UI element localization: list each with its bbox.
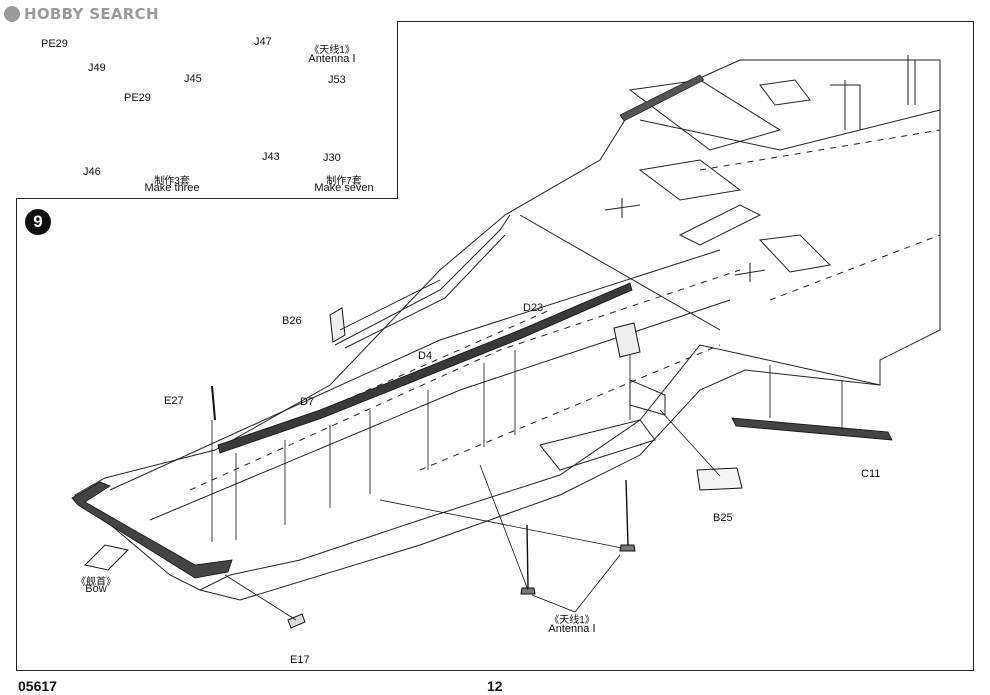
part-label-pe29: PE29 [41, 38, 68, 50]
inset-panel [16, 21, 398, 199]
part-label-e17: E17 [290, 654, 310, 666]
part-label-pe29-b: PE29 [124, 92, 151, 104]
part-label-b26: B26 [282, 315, 302, 327]
caption-cn-left: 制作3套 [154, 176, 190, 187]
part-label-j47: J47 [254, 36, 272, 48]
part-label-d4: D4 [418, 350, 433, 362]
part-label-j49: J49 [88, 62, 106, 74]
part-label-j30: J30 [323, 152, 341, 164]
page-frame [16, 21, 974, 671]
part-label-j45: J45 [184, 73, 202, 85]
antenna-title-cn: 《天线1》 [309, 45, 355, 56]
part-label-d23: D23 [523, 302, 544, 314]
page-number: 12 [487, 678, 503, 694]
kit-code: 05617 [18, 678, 57, 694]
watermark-brand: HOBBY SEARCH [24, 5, 159, 23]
part-label-c11: C11 [861, 468, 881, 480]
part-label-b25: B25 [713, 512, 733, 524]
part-label-j46: J46 [83, 166, 101, 178]
part-label-j43: J43 [262, 151, 280, 163]
bow-label-en: Bow [85, 583, 107, 595]
antenna-label-cn: 《天线1》 [549, 615, 595, 626]
antenna-label-en: Antenna Ⅰ [548, 623, 596, 635]
part-label-j53: J53 [328, 74, 346, 86]
part-label-d7: D7 [300, 396, 315, 408]
step-number-badge: 9 [25, 209, 51, 235]
watermark: HOBBY SEARCH [4, 4, 159, 24]
part-label-e27: E27 [164, 395, 184, 407]
caption-cn-right: 制作7套 [326, 176, 362, 187]
brand-logo-icon [4, 6, 20, 22]
caption-en-left: Make three [144, 182, 200, 194]
antenna-title-en: Antenna Ⅰ [308, 53, 356, 65]
bow-label-cn: 《舰首》 [76, 577, 116, 588]
caption-en-right: Make seven [314, 182, 374, 194]
